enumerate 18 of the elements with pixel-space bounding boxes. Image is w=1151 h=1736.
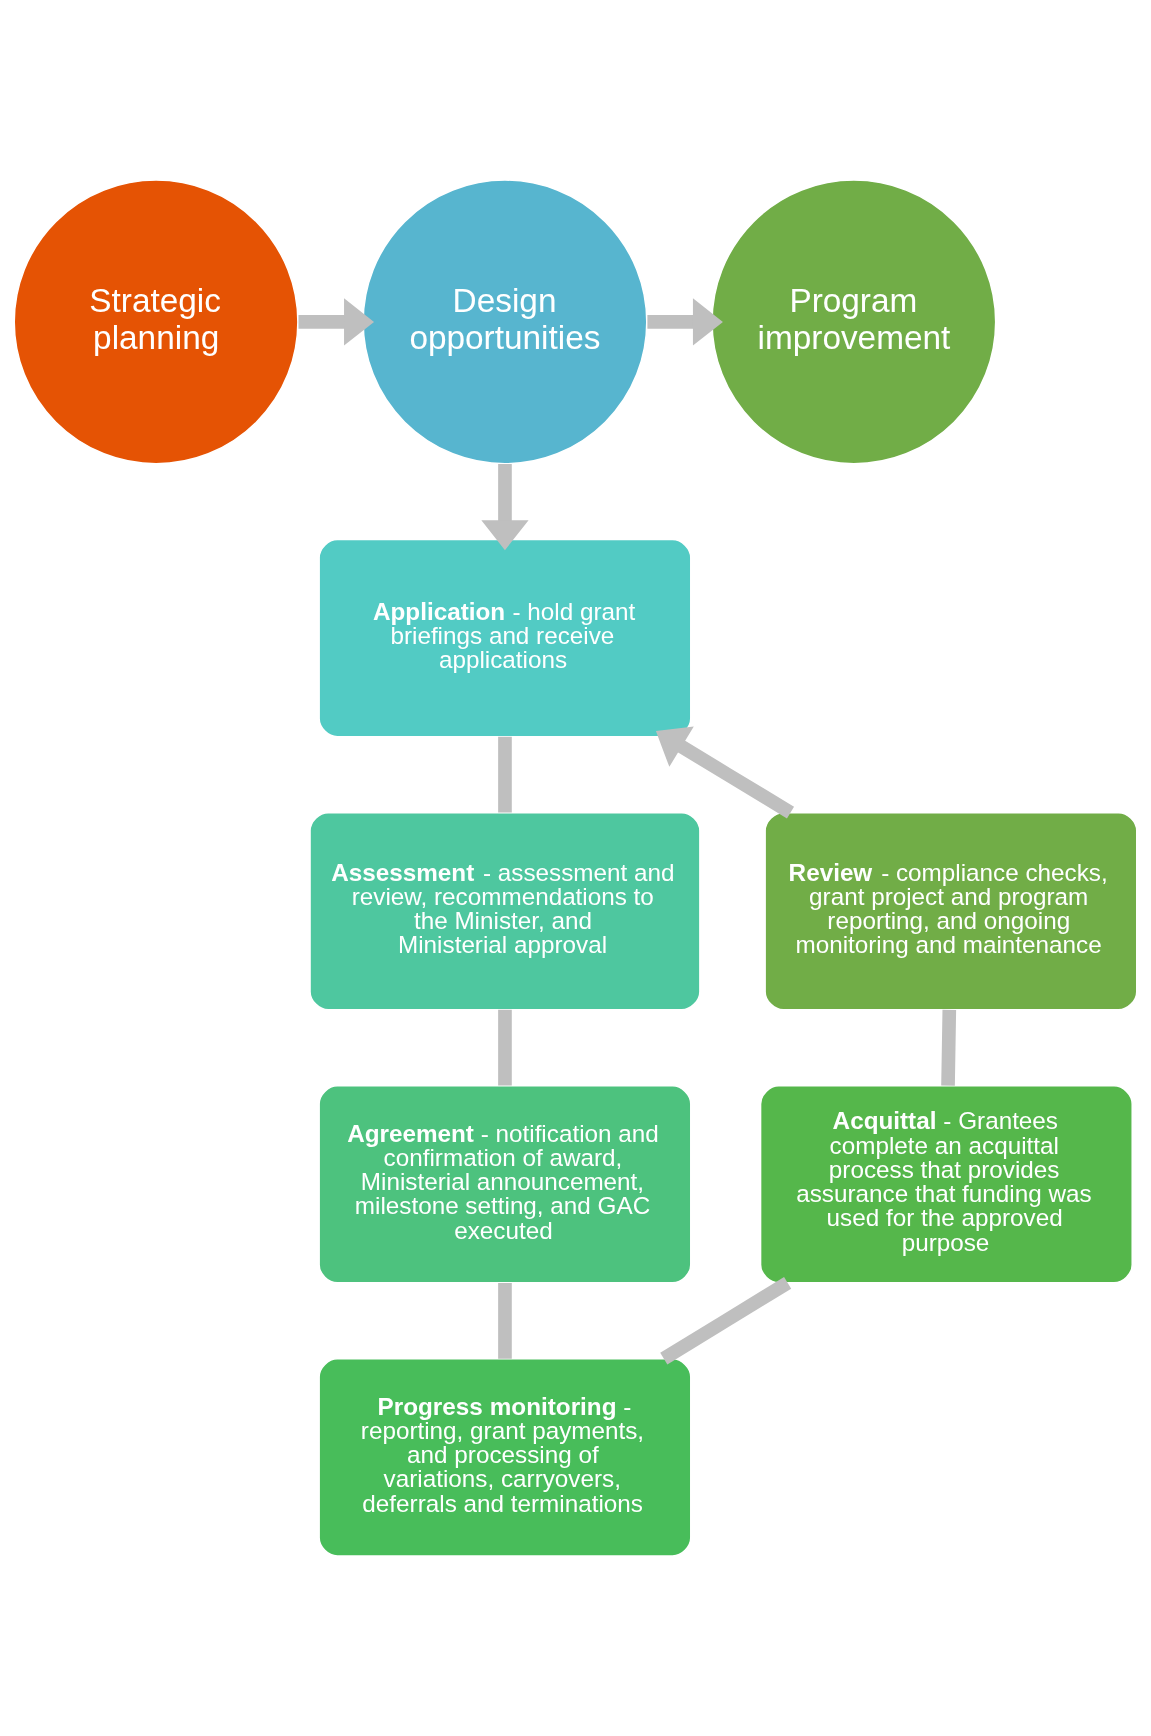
connector — [498, 736, 512, 813]
node-box: Agreement - notification and confirmation of award, Ministerial announcement, milestone setting, and GAC executed — [318, 1084, 692, 1284]
connector — [498, 1009, 512, 1086]
node-box: Review - compliance checks, grant project and program reporting, and ongoing monitoring and maintenance — [764, 811, 1138, 1011]
arrow — [647, 298, 723, 346]
node-circle: Strategic planning — [13, 179, 299, 465]
node-circle: Program improvement — [711, 179, 997, 465]
arrow — [655, 726, 795, 819]
connector — [941, 1009, 957, 1086]
arrow — [298, 298, 375, 346]
node-box: Assessment - assessment and review, recommendations to the Minister, and Ministerial approval — [309, 811, 701, 1011]
arrow — [481, 464, 529, 551]
connector — [498, 1282, 512, 1359]
node-circle: Design opportunities — [362, 179, 648, 465]
node-box: Application - hold grant briefings and receive applications — [318, 538, 692, 738]
connector — [660, 1277, 792, 1365]
node-box: Progress monitoring - reporting, grant payments, and processing of variations, carryovers, deferrals and terminations — [318, 1357, 692, 1557]
node-box: Acquittal - Grantees complete an acquittal process that provides assurance that funding was used for the approved purpose — [759, 1084, 1133, 1284]
